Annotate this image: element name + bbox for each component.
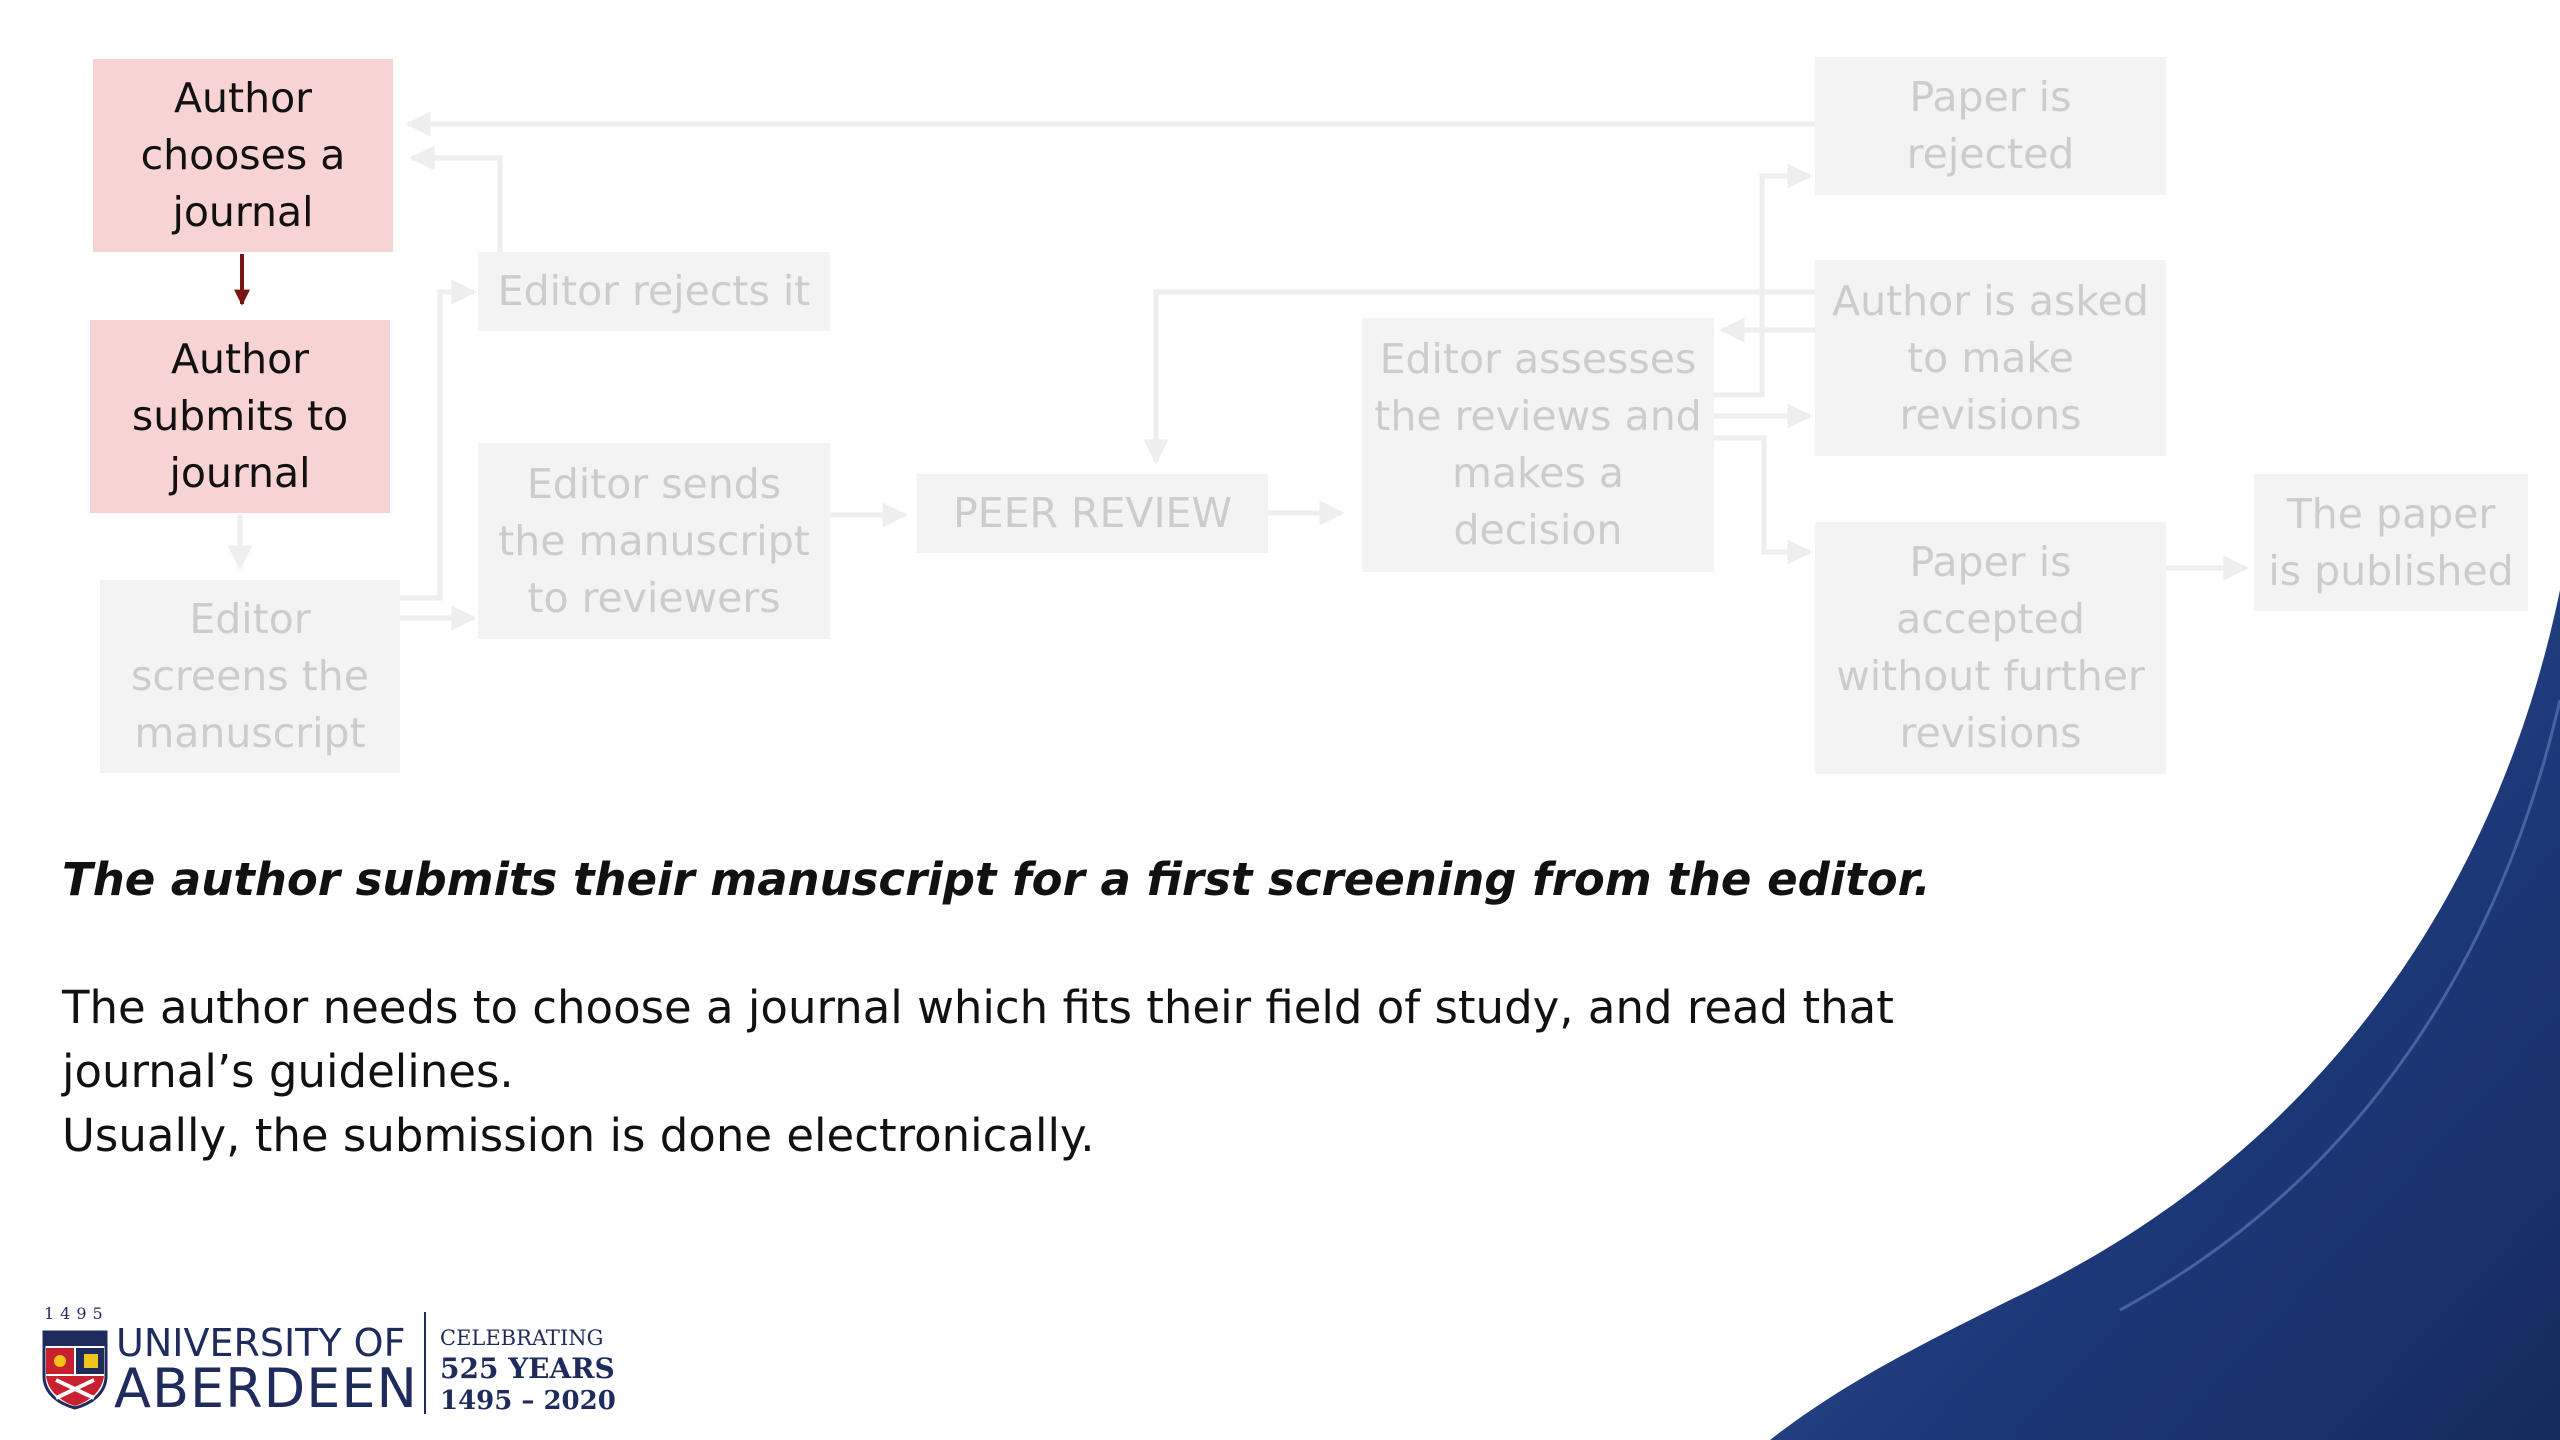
body-line: The author needs to choose a journal whi… — [62, 981, 1894, 1034]
edge-assess-to-rejected — [1714, 163, 1813, 398]
node-editor-sends: Editor sends the manuscript to reviewers — [478, 443, 830, 639]
logo-divider — [424, 1312, 426, 1414]
logo-aberdeen: ABERDEEN — [114, 1357, 418, 1420]
wave-shape — [1770, 590, 2560, 1440]
logo-525-years: 525 YEARS — [440, 1352, 615, 1385]
university-logo: 1495 UNIVERSITY OF ABERDEEN CELEBRATING … — [40, 1304, 616, 1420]
node-paper-published: The paper is published — [2254, 474, 2528, 611]
node-peer-review: PEER REVIEW — [917, 474, 1268, 553]
logo-founding-year: 1495 — [44, 1304, 109, 1323]
edge-editor-reject-to-choose — [409, 145, 503, 252]
slide-heading: The author submits their manuscript for … — [62, 853, 1931, 906]
logo-university-of: UNIVERSITY OF — [116, 1321, 406, 1365]
node-editor-rejects: Editor rejects it — [478, 252, 830, 331]
slide-body: The author needs to choose a journal whi… — [62, 976, 1962, 1168]
wave-highlight — [2119, 699, 2560, 1312]
edge-assess-to-accepted — [1714, 435, 1813, 565]
node-author-submits: Author submits to journal — [90, 320, 390, 513]
node-editor-assesses: Editor assesses the reviews and makes a … — [1362, 318, 1714, 572]
logo-celebrating: CELEBRATING — [440, 1326, 604, 1350]
node-author-revisions: Author is asked to make revisions — [1815, 260, 2166, 456]
edge-revisions-to-peer — [1143, 289, 1815, 465]
node-paper-accepted: Paper is accepted without further revisi… — [1815, 522, 2166, 774]
logo-year-range: 1495 – 2020 — [440, 1386, 616, 1416]
node-paper-rejected: Paper is rejected — [1815, 57, 2166, 195]
body-line: Usually, the submission is done electron… — [62, 1109, 1095, 1162]
node-author-chooses-journal: Author chooses a journal — [93, 59, 393, 252]
crest-icon — [42, 1330, 108, 1410]
body-line: journal’s guidelines. — [62, 1045, 514, 1098]
node-editor-screens: Editor screens the manuscript — [100, 580, 400, 773]
edge-screen-to-editor-reject — [400, 279, 477, 601]
